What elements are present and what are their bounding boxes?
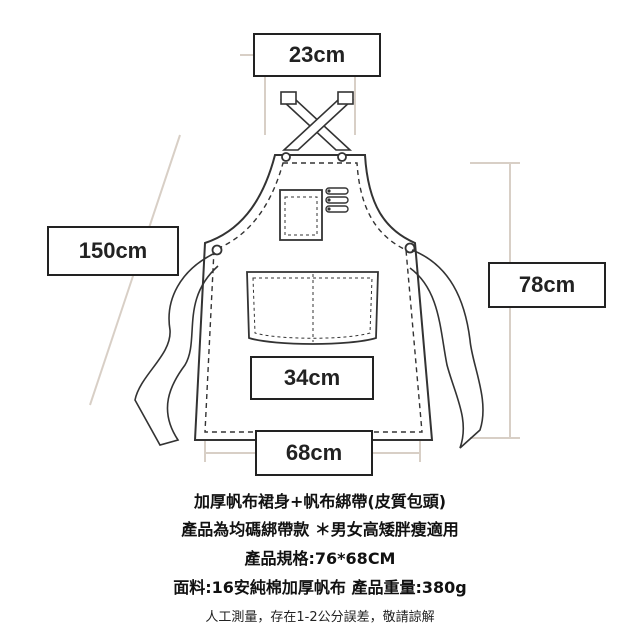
shoulder-straps [279, 91, 355, 151]
caption-fit: 產品為均碼綁帶款 ＊男女高矮胖瘦適用 [181, 520, 459, 539]
caption-size: 產品規格:76*68CM [244, 549, 396, 568]
bottom-width-label: 68cm [255, 430, 373, 476]
caption-material: 加厚帆布裙身+帆布綁帶(皮質包頭) [193, 492, 447, 511]
side-ties [134, 249, 484, 449]
caption-fabric-weight: 面料:16安純棉加厚帆布 產品重量:380g [173, 578, 467, 597]
top-width-label: 23cm [253, 33, 381, 77]
apron-height-label: 78cm [488, 262, 606, 308]
apron-stitching [204, 162, 423, 433]
grommets [211, 152, 416, 256]
caption-measurement-note: 人工測量，存在1-2公分誤差，敬請諒解 [205, 610, 435, 625]
total-length-label: 150cm [47, 226, 179, 276]
pocket-width-label: 34cm [250, 356, 374, 400]
front-pocket [246, 271, 379, 345]
chest-pocket [279, 187, 349, 241]
